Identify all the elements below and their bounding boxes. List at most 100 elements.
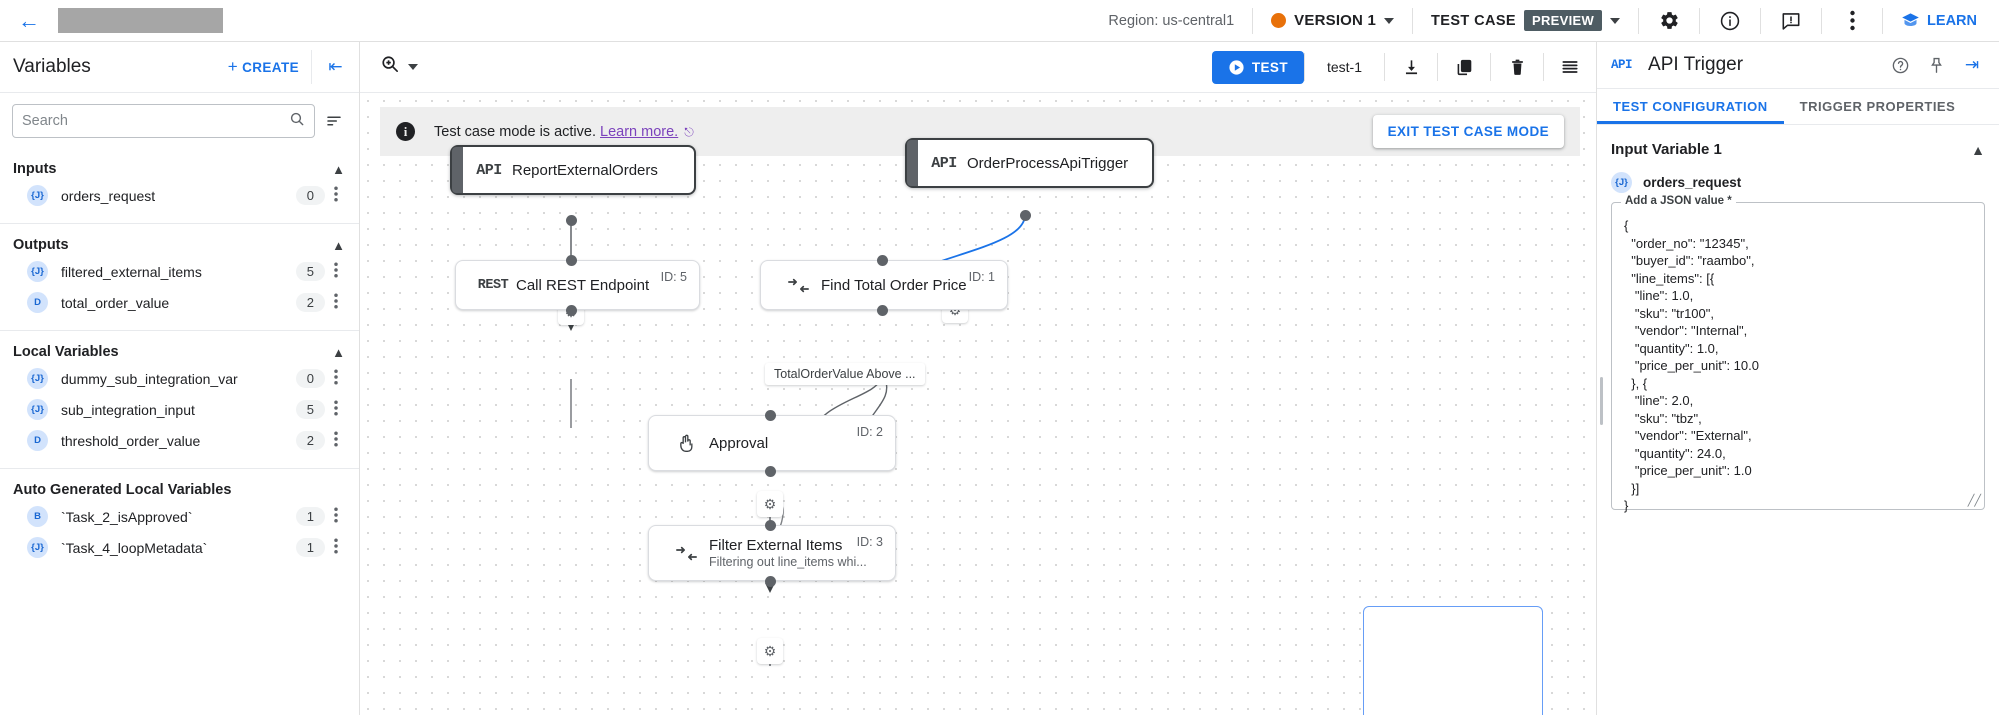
test-button[interactable]: TEST [1211, 50, 1304, 84]
search-box[interactable] [12, 104, 315, 138]
variable-name: threshold_order_value [61, 432, 201, 449]
exit-test-case-mode-button[interactable]: EXIT TEST CASE MODE [1372, 115, 1564, 148]
gear-icon[interactable] [1641, 0, 1697, 41]
input-variable-section-header[interactable]: Input Variable 1 ▲ [1611, 141, 1985, 158]
divider [1303, 53, 1305, 81]
variable-name: `Task_2_isApproved` [61, 508, 193, 525]
variable-row[interactable]: {J}`Task_4_loopMetadata`1 [0, 532, 359, 563]
copy-icon[interactable] [1438, 42, 1490, 92]
section-header-auto-generated-local-variables[interactable]: Auto Generated Local Variables [0, 479, 359, 501]
more-vert-icon[interactable] [325, 431, 347, 450]
node-title: Find Total Order Price [821, 276, 967, 294]
more-vert-icon[interactable] [1824, 0, 1880, 41]
collapse-left-icon[interactable]: ⇤ [311, 50, 359, 84]
edge-condition-label[interactable]: TotalOrderValue Above ... [765, 363, 925, 385]
node-input-port[interactable] [765, 520, 776, 531]
back-arrow-icon[interactable]: ← [18, 7, 40, 33]
json-value-field[interactable]: Add a JSON value * { "order_no": "12345"… [1611, 195, 1985, 513]
node-text-block: Filter External Items Filtering out line… [709, 537, 881, 569]
selected-node-placeholder[interactable] [1363, 606, 1543, 715]
chevron-up-icon[interactable]: ▲ [332, 344, 345, 360]
section-header-outputs[interactable]: Outputs▲ [0, 234, 359, 256]
workflow-canvas[interactable]: i Test case mode is active. Learn more. … [360, 93, 1596, 715]
panel-scrollbar[interactable] [1600, 377, 1603, 425]
delete-icon[interactable] [1491, 42, 1543, 92]
variable-count-badge: 5 [295, 400, 325, 419]
more-vert-icon[interactable] [325, 369, 347, 388]
node-filter-external-items[interactable]: Filter External Items Filtering out line… [648, 525, 896, 581]
variable-name: orders_request [61, 187, 156, 204]
variable-type-badge: D [27, 430, 48, 451]
node-output-port[interactable] [765, 466, 776, 477]
learn-more-link[interactable]: Learn more. [600, 123, 679, 140]
node-title: ReportExternalOrders [512, 161, 658, 179]
more-vert-icon[interactable] [325, 293, 347, 312]
divider [1760, 7, 1762, 34]
node-find-total-order-price[interactable]: Find Total Order Price ID: 1 [760, 260, 1008, 310]
variable-type-badge: {J} [27, 537, 48, 558]
zoom-control[interactable] [380, 54, 418, 80]
rest-icon: REST [477, 277, 509, 293]
learn-button[interactable]: LEARN [1885, 11, 1999, 30]
top-bar-right-group: Region: us-central1 VERSION 1 TEST CASE … [1092, 0, 1999, 41]
node-input-port[interactable] [877, 255, 888, 266]
node-output-port[interactable] [566, 305, 577, 316]
node-output-port[interactable] [877, 305, 888, 316]
node-input-port[interactable] [765, 410, 776, 421]
node-input-port[interactable] [566, 255, 577, 266]
divider [1882, 7, 1884, 34]
search-input[interactable] [22, 113, 289, 129]
node-output-port[interactable] [566, 215, 577, 226]
node-output-port[interactable] [765, 576, 776, 587]
more-vert-icon[interactable] [325, 400, 347, 419]
variable-name: filtered_external_items [61, 263, 202, 280]
collapse-right-icon[interactable]: ⇥ [1964, 55, 1980, 74]
version-selector[interactable]: VERSION 1 [1255, 0, 1410, 41]
node-call-rest-endpoint[interactable]: REST Call REST Endpoint ID: 5 [455, 260, 700, 310]
test-case-selector[interactable]: TEST CASE PREVIEW [1415, 0, 1636, 41]
test-case-name[interactable]: test-1 [1326, 59, 1362, 75]
info-icon[interactable] [1702, 0, 1758, 41]
more-vert-icon[interactable] [325, 262, 347, 281]
chevron-up-icon[interactable]: ▲ [332, 161, 345, 177]
tab-test-configuration[interactable]: TEST CONFIGURATION [1597, 89, 1784, 124]
more-vert-icon[interactable] [325, 186, 347, 205]
node-output-port[interactable] [1020, 210, 1031, 221]
more-vert-icon[interactable] [325, 538, 347, 557]
edge-settings-gear-icon[interactable]: ⚙ [757, 491, 783, 517]
version-status-dot [1271, 13, 1287, 28]
redacted-title [58, 8, 223, 33]
edge-settings-gear-icon[interactable]: ⚙ [757, 638, 783, 664]
node-approval[interactable]: Approval ID: 2 [648, 415, 896, 471]
node-report-external-orders[interactable]: API ReportExternalOrders [450, 145, 696, 195]
node-order-process-api-trigger[interactable]: API OrderProcessApiTrigger [905, 138, 1154, 188]
tab-trigger-properties[interactable]: TRIGGER PROPERTIES [1799, 99, 1956, 114]
variable-row[interactable]: B`Task_2_isApproved`1 [0, 501, 359, 532]
help-icon[interactable] [1883, 48, 1917, 82]
section-header-inputs[interactable]: Inputs▲ [0, 158, 359, 180]
sort-icon[interactable] [321, 112, 347, 130]
list-icon[interactable] [1544, 42, 1596, 92]
chevron-up-icon[interactable]: ▲ [332, 237, 345, 253]
api-trigger-panel: API API Trigger ⇥ TEST CONFIGURATION TRI… [1596, 42, 1999, 715]
divider [1821, 7, 1823, 34]
chevron-up-icon[interactable]: ▲ [1971, 141, 1985, 158]
node-title: Call REST Endpoint [516, 276, 650, 294]
create-variable-button[interactable]: + CREATE [228, 57, 299, 77]
feedback-icon[interactable] [1763, 0, 1819, 41]
plus-icon: + [227, 57, 239, 76]
resize-handle-icon[interactable]: ╱╱ [1967, 495, 1981, 507]
pin-icon[interactable] [1919, 48, 1953, 82]
section-header-local-variables[interactable]: Local Variables▲ [0, 341, 359, 363]
json-value-text[interactable]: { "order_no": "12345", "buyer_id": "raam… [1624, 218, 1759, 513]
download-icon[interactable] [1385, 42, 1437, 92]
divider [1490, 53, 1491, 81]
more-vert-icon[interactable] [325, 507, 347, 526]
